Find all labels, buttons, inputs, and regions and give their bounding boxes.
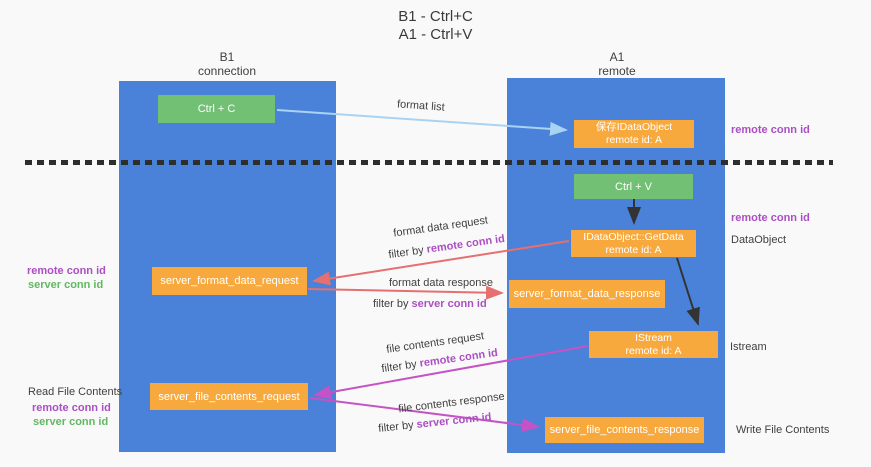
ctrl-c-label: Ctrl + C (197, 103, 236, 115)
format-data-response-arrow (307, 285, 504, 300)
left-server-conn-id-2: server conn id (33, 416, 109, 428)
server-conn-id-keyword: server conn id (411, 298, 487, 310)
getdata-to-istream-arrow (676, 257, 700, 326)
server-file-contents-request-box: server_file_contents_request (150, 383, 308, 410)
left-column-name: B1 (219, 50, 235, 64)
save-idataobject-line2: remote id: A (605, 134, 663, 146)
istream-side-label: Istream (730, 341, 767, 353)
right-column-name: A1 (609, 50, 625, 64)
dataobject-label: DataObject (731, 234, 787, 246)
right-column-role: remote (598, 64, 636, 78)
format-list-arrow (276, 109, 568, 136)
server-format-data-response-label: server_format_data_response (513, 288, 661, 300)
read-file-contents-label: Read File Contents (28, 386, 123, 398)
file-contents-request-arrow (313, 345, 589, 400)
istream-line1: IStream (635, 331, 672, 344)
right-remote-conn-id-top: remote conn id (731, 124, 810, 136)
save-idataobject-box: 保存IDataObject remote id: A (574, 120, 694, 148)
ctrl-v-label: Ctrl + V (615, 180, 652, 193)
left-server-conn-id-1: server conn id (28, 279, 104, 291)
left-remote-conn-id-1: remote conn id (27, 265, 106, 277)
server-format-data-request-label: server_format_data_request (160, 275, 299, 287)
getdata-line2: remote id: A (605, 243, 662, 256)
left-column-header: B1 connection (157, 50, 297, 78)
title-line-2: A1 - Ctrl+V (398, 26, 473, 43)
idataobject-getdata-box: IDataObject::GetData remote id: A (571, 230, 696, 257)
dashed-separator-line (25, 160, 833, 165)
istream-box: IStream remote id: A (589, 331, 718, 358)
ctrl-c-box: Ctrl + C (158, 95, 275, 123)
server-format-data-response-box: server_format_data_response (509, 280, 665, 308)
file-contents-response-arrow (309, 397, 540, 432)
diagram-title: B1 - Ctrl+C A1 - Ctrl+V (0, 8, 871, 44)
left-remote-conn-id-2: remote conn id (32, 402, 111, 414)
right-column-header: A1 remote (547, 50, 687, 78)
save-idataobject-line1: 保存IDataObject (595, 121, 673, 133)
istream-line2: remote id: A (625, 344, 682, 357)
format-data-request-arrow (312, 240, 570, 286)
server-file-contents-request-label: server_file_contents_request (158, 390, 300, 403)
server-format-data-request-box: server_format_data_request (152, 267, 307, 295)
title-line-1: B1 - Ctrl+C (398, 8, 473, 25)
filter-by-prefix: filter by (373, 298, 412, 310)
server-file-contents-response-box: server_file_contents_response (545, 417, 704, 443)
format-data-response-filter-label: filter by server conn id (373, 298, 487, 310)
write-file-contents-label: Write File Contents (736, 424, 830, 436)
format-data-response-label: format data response (389, 277, 493, 289)
ctrl-v-box: Ctrl + V (574, 174, 693, 199)
server-file-contents-response-label: server_file_contents_response (549, 424, 700, 436)
getdata-line1: IDataObject::GetData (583, 230, 684, 243)
right-remote-conn-id-mid: remote conn id (731, 212, 810, 224)
left-column-role: connection (197, 64, 257, 78)
